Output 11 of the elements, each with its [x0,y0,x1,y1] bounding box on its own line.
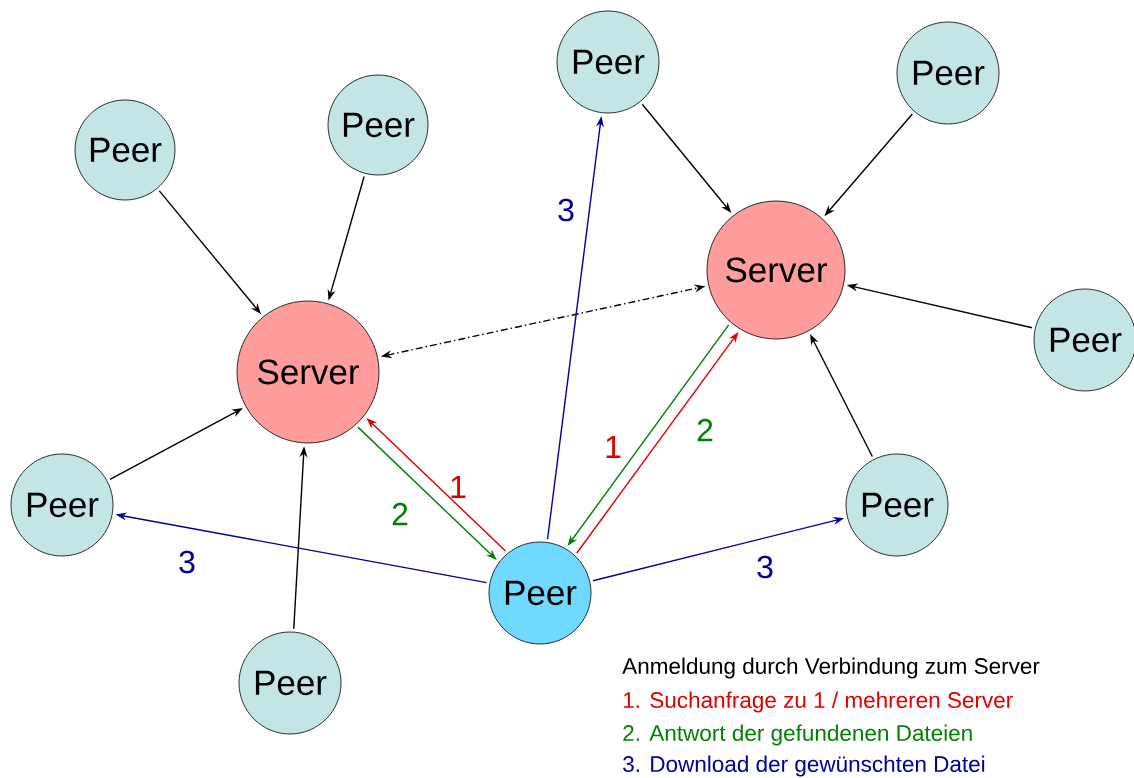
edge-label: 2 [697,418,713,442]
note-text: Anmeldung durch Verbindung zum Server [622,657,1040,679]
edge-label: 3 [179,550,195,574]
edge-label: 2 [392,502,408,526]
edge-label: 3 [558,198,574,222]
edge-label: 3 [757,555,773,579]
edge-label: 1 [451,476,466,498]
note-text: 1. Suchanfrage zu 1 / mehreren Server [623,691,1013,713]
edge-label: 1 [606,436,621,458]
note-text: 3. Download der gewünschten Datei [623,755,985,777]
note-text: 2. Antwort der gefundenen Dateien [623,724,972,746]
